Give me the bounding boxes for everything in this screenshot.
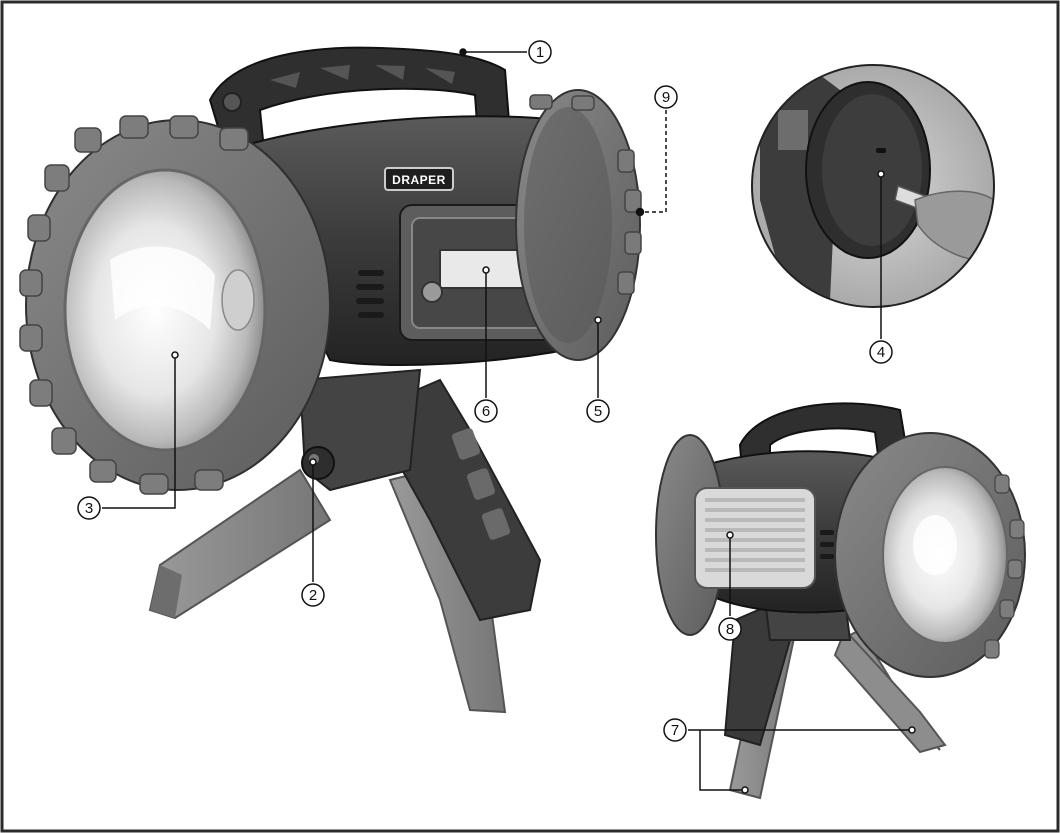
svg-text:2: 2 <box>309 587 317 604</box>
pivot-knob <box>302 447 334 479</box>
callout-4: 4 <box>870 341 892 363</box>
callout-9: 9 <box>655 86 677 108</box>
svg-text:6: 6 <box>482 403 490 420</box>
svg-text:5: 5 <box>594 403 602 420</box>
usb-port <box>876 148 886 153</box>
callout-7: 7 <box>664 719 686 741</box>
callout-3: 3 <box>78 497 100 519</box>
svg-text:7: 7 <box>671 722 679 739</box>
svg-text:4: 4 <box>877 344 885 361</box>
callout-5: 5 <box>587 400 609 422</box>
svg-text:9: 9 <box>662 89 670 106</box>
svg-text:1: 1 <box>536 44 544 61</box>
callout-8: 8 <box>719 618 741 640</box>
callout-1: 1 <box>529 41 551 63</box>
draper-logo-text: DRAPER <box>392 173 446 187</box>
led-panel <box>695 488 815 588</box>
svg-text:8: 8 <box>726 621 734 638</box>
rear-bezel <box>516 90 641 360</box>
callout-6: 6 <box>475 400 497 422</box>
svg-text:3: 3 <box>85 500 93 517</box>
callout-2: 2 <box>302 584 324 606</box>
